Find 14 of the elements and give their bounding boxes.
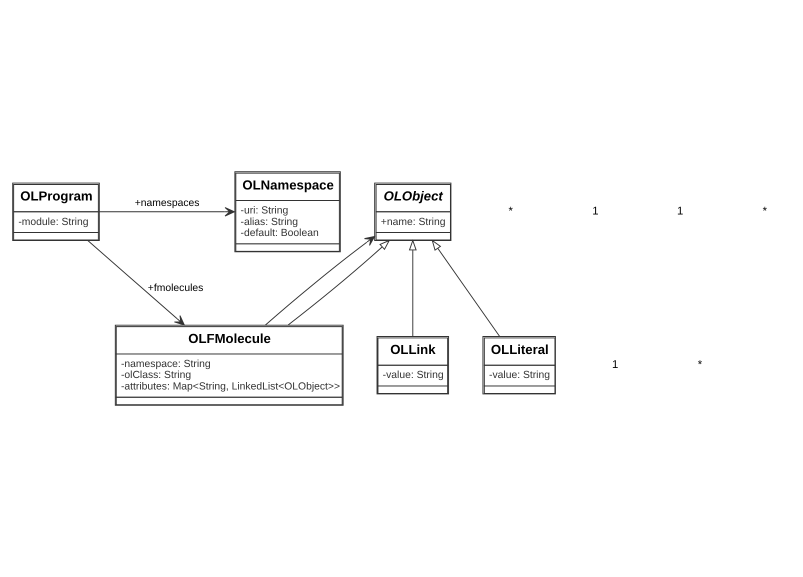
- edge-label: +fmolecules: [148, 283, 204, 294]
- arrow: [408, 239, 417, 337]
- label: 1: [612, 359, 618, 372]
- arrow: [264, 236, 376, 326]
- label: *: [698, 359, 702, 372]
- edge-label: +namespaces: [134, 198, 200, 209]
- arrow: [87, 240, 185, 326]
- label: 1: [677, 206, 684, 218]
- arrow: [288, 240, 390, 326]
- arrow: [432, 239, 500, 337]
- label: *: [762, 206, 768, 218]
- label: *: [508, 206, 513, 218]
- label: 1: [592, 206, 599, 218]
- arrow: [99, 207, 235, 216]
